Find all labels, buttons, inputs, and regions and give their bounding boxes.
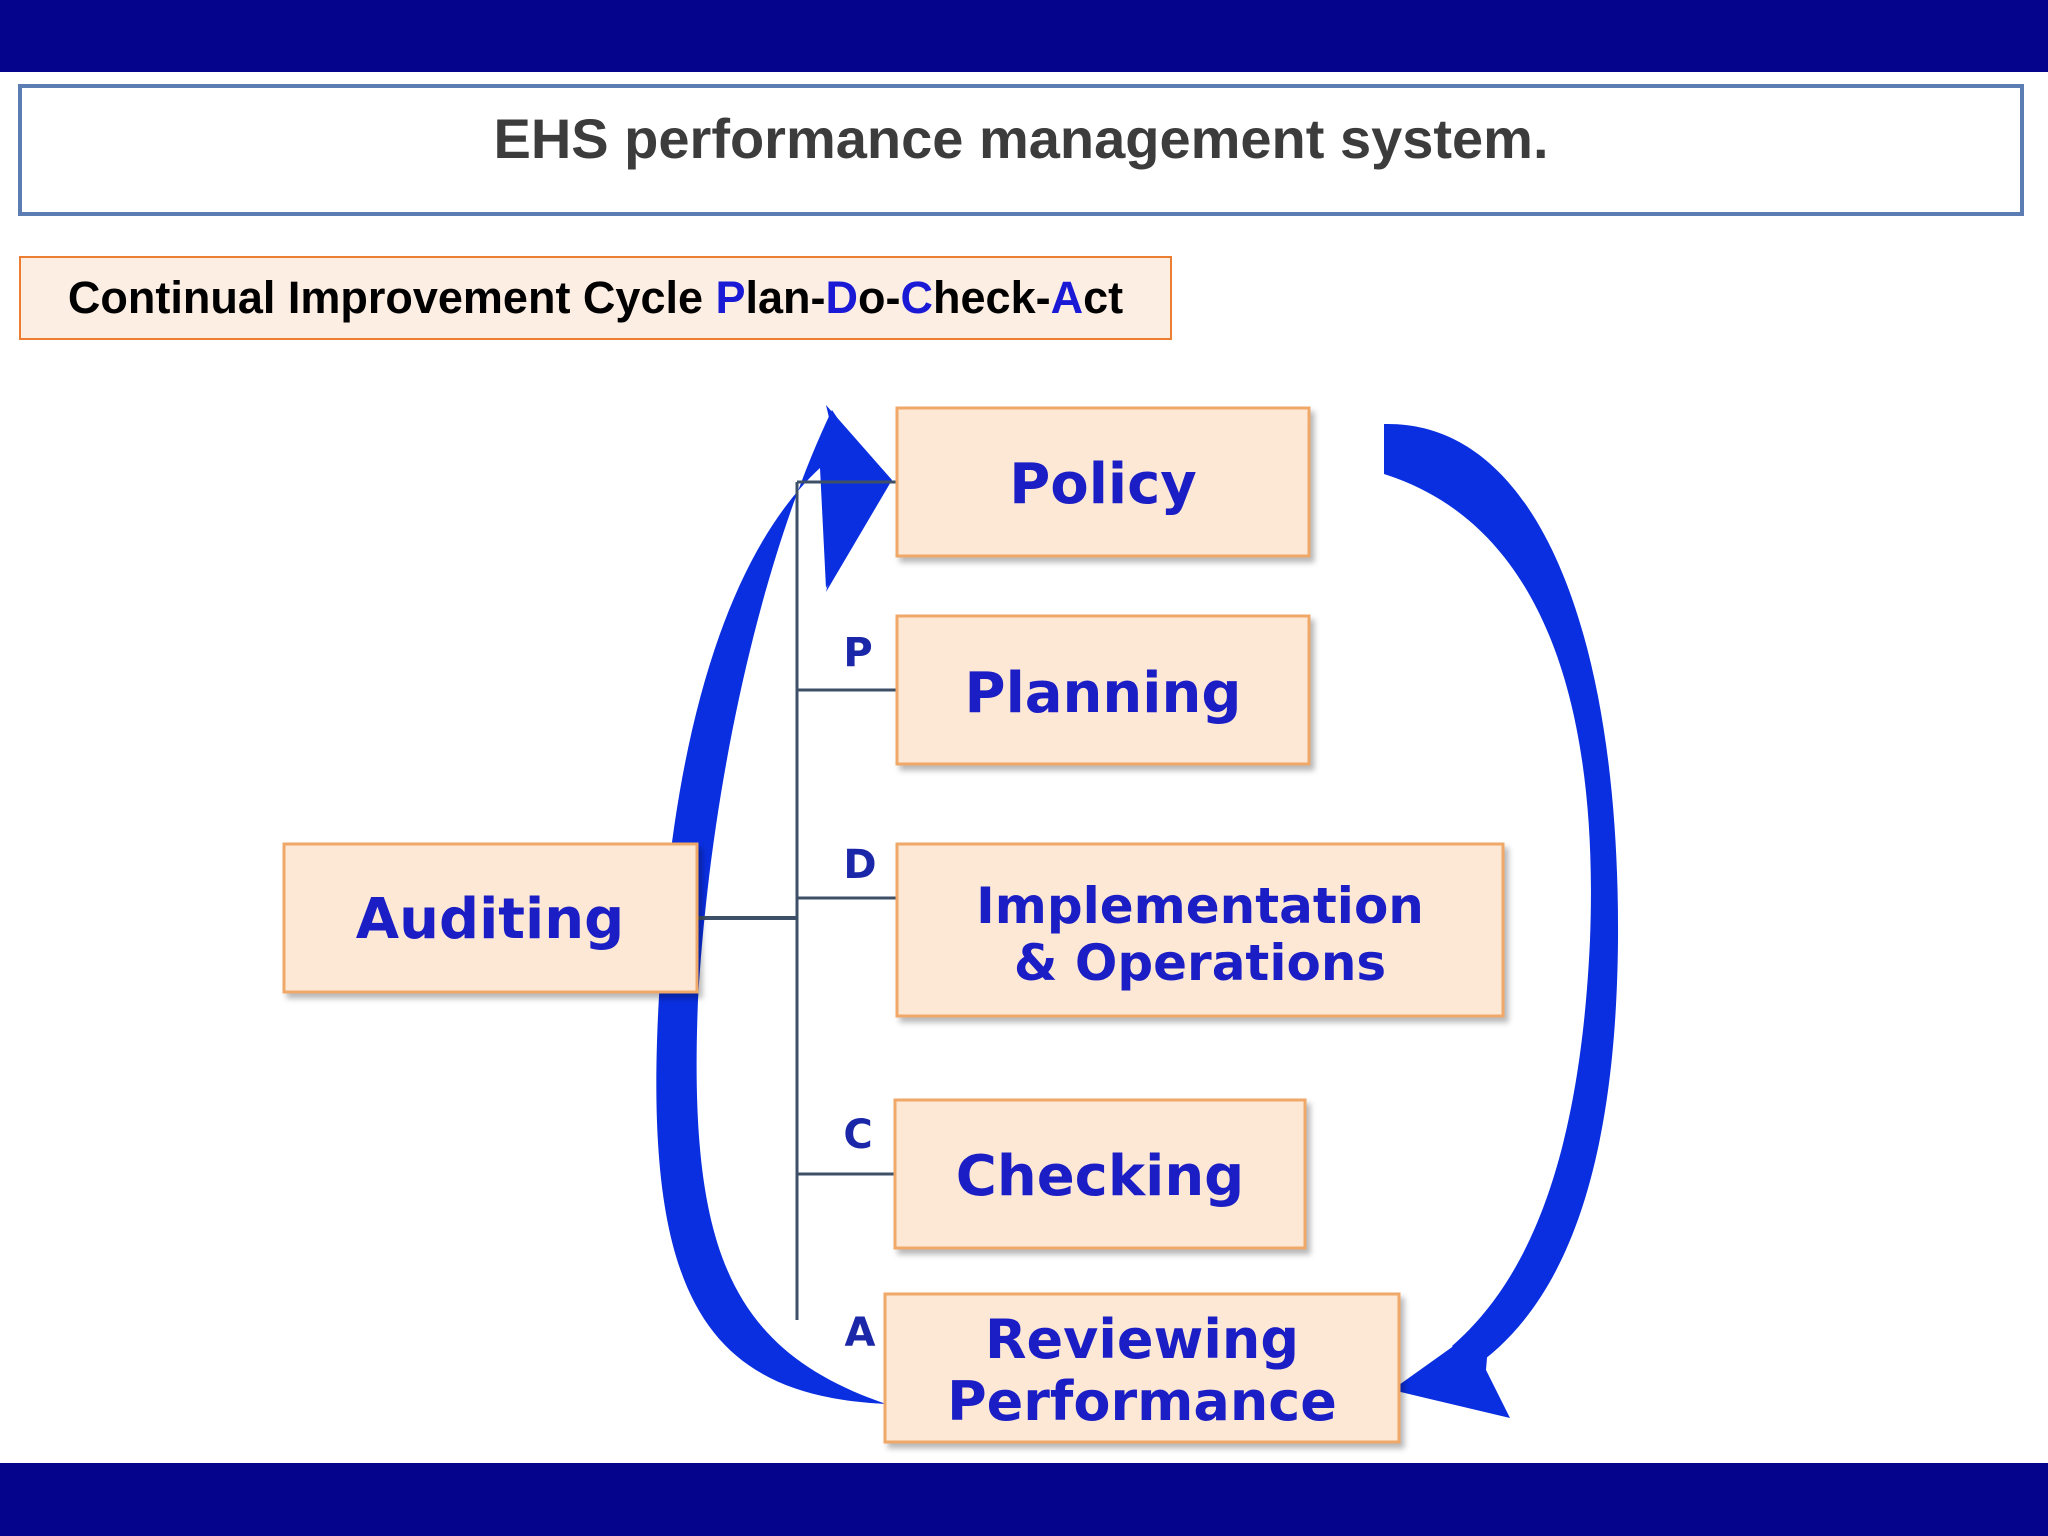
- right-arrow-head: [1392, 1320, 1510, 1418]
- reviewing-label-line1: Reviewing: [985, 1308, 1299, 1371]
- letter-p: P: [843, 630, 872, 676]
- cycle-text-4: o-: [858, 272, 901, 323]
- page-title: EHS performance management system.: [493, 107, 1549, 170]
- letter-d: D: [843, 842, 876, 888]
- policy-box: [895, 406, 1311, 558]
- cycle-text-0: Continual Improvement Cycle: [67, 272, 716, 323]
- checking-label: Checking: [956, 1144, 1245, 1209]
- right-cycle-arrow: [1384, 423, 1619, 1371]
- letter-a: A: [845, 1310, 876, 1356]
- top-band: [0, 0, 2048, 72]
- cycle-text-2: lan-: [745, 272, 826, 323]
- cycle-text-8: ct: [1083, 272, 1124, 323]
- cycle-letter-a: A: [1050, 272, 1084, 323]
- cycle-letter-d: D: [825, 272, 859, 323]
- checking-box: [893, 1098, 1307, 1250]
- cycle-letter-p: P: [715, 272, 746, 323]
- reviewing-box: [883, 1292, 1401, 1444]
- implementation-box: [895, 842, 1505, 1018]
- reviewing-label-line2: Performance: [947, 1370, 1337, 1433]
- connector-lines: [697, 480, 897, 1320]
- planning-box: [895, 614, 1311, 766]
- policy-label: Policy: [1009, 452, 1197, 517]
- cycle-text-6: heck-: [933, 272, 1051, 323]
- letter-c: C: [843, 1112, 872, 1158]
- auditing-box: [282, 842, 699, 994]
- implementation-label-line2: & Operations: [1014, 934, 1386, 992]
- auditing-label: Auditing: [356, 887, 624, 952]
- implementation-label-line1: Implementation: [976, 877, 1424, 935]
- left-arrow-head: [826, 405, 892, 592]
- bottom-band: [0, 1463, 2048, 1536]
- left-cycle-arrow: [656, 410, 886, 1404]
- planning-label: Planning: [965, 661, 1242, 726]
- title-box: EHS performance management system.: [18, 84, 2024, 216]
- cycle-label-box: Continual Improvement Cycle Plan-Do-Chec…: [19, 256, 1172, 340]
- cycle-letter-c: C: [900, 272, 934, 323]
